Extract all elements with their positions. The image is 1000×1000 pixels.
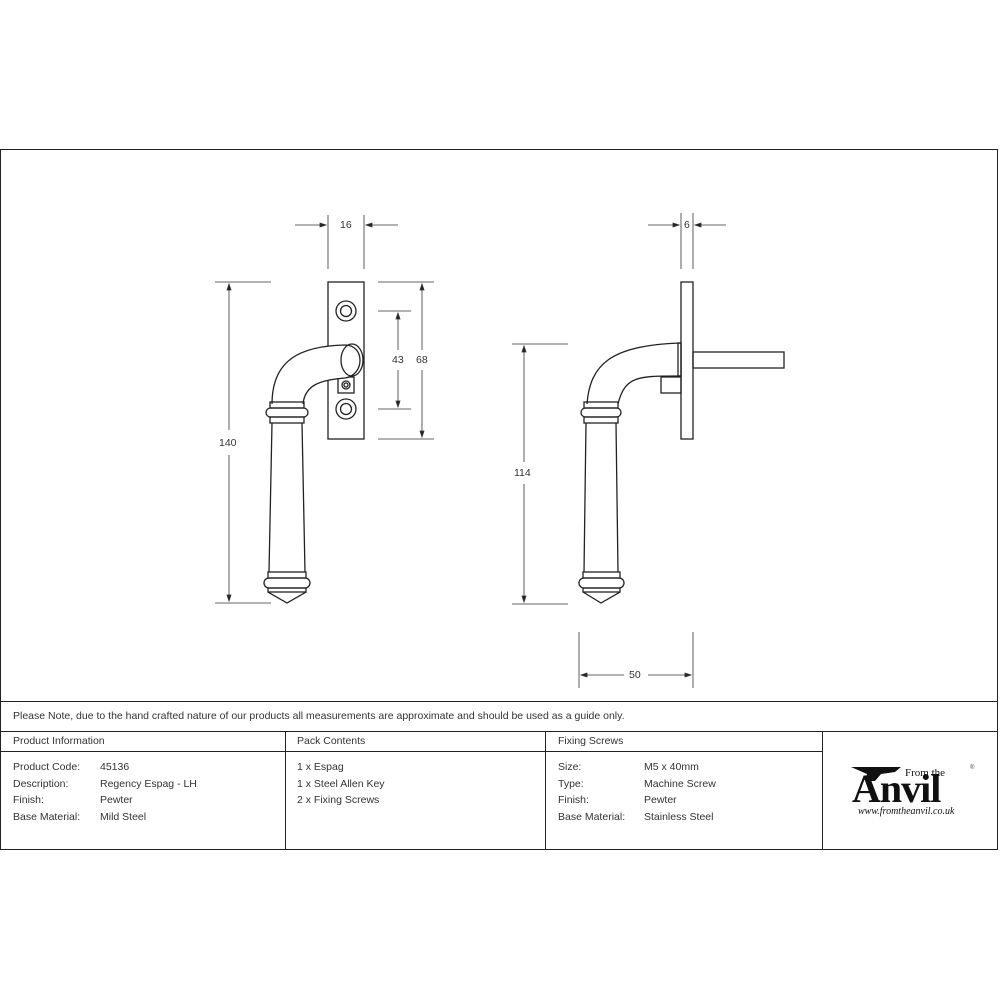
pack-contents-header: Pack Contents bbox=[297, 735, 366, 747]
screw-size-label: Size: bbox=[558, 761, 582, 773]
finish-value: Pewter bbox=[100, 794, 133, 806]
screw-finish-value: Pewter bbox=[644, 794, 677, 806]
screw-finish-label: Finish: bbox=[558, 794, 589, 806]
side-view-dimensions bbox=[512, 213, 726, 688]
logo-from-the: From the bbox=[905, 767, 946, 779]
screw-material-label: Base Material: bbox=[558, 811, 626, 823]
product-code-label: Product Code: bbox=[13, 761, 81, 773]
base-material-label: Base Material: bbox=[13, 811, 81, 823]
column-divider-2 bbox=[545, 731, 546, 850]
table-top-divider bbox=[0, 701, 998, 702]
dim-projection: 50 bbox=[629, 669, 641, 681]
disclaimer-note: Please Note, due to the hand crafted nat… bbox=[13, 710, 625, 722]
front-view-handle bbox=[263, 281, 365, 604]
dim-overall-height: 140 bbox=[219, 437, 237, 449]
description-label: Description: bbox=[13, 778, 69, 790]
description-value: Regency Espag - LH bbox=[100, 778, 197, 790]
column-divider-3 bbox=[822, 731, 823, 850]
screw-type-label: Type: bbox=[558, 778, 584, 790]
pack-item: 2 x Fixing Screws bbox=[297, 794, 380, 806]
base-material-value: Mild Steel bbox=[100, 811, 147, 823]
fixing-screws-header: Fixing Screws bbox=[558, 735, 624, 747]
dim-backplate-width: 16 bbox=[340, 219, 352, 231]
dim-backplate-height: 68 bbox=[416, 354, 428, 366]
header-divider bbox=[0, 751, 822, 752]
product-code-value: 45136 bbox=[100, 761, 130, 773]
drawing-sheet-frame bbox=[0, 149, 998, 850]
product-info-header: Product Information bbox=[13, 735, 105, 747]
note-divider bbox=[0, 731, 998, 732]
screw-material-value: Stainless Steel bbox=[644, 811, 714, 823]
finish-label: Finish: bbox=[13, 794, 44, 806]
logo-url: www.fromtheanvil.co.uk bbox=[858, 806, 955, 817]
screw-type-value: Machine Screw bbox=[644, 778, 716, 790]
column-divider-1 bbox=[285, 731, 286, 850]
dim-handle-height: 114 bbox=[514, 467, 531, 479]
pack-item: 1 x Espag bbox=[297, 761, 344, 773]
front-view-dimensions bbox=[215, 215, 434, 604]
side-view-handle bbox=[578, 281, 785, 604]
anvil-icon bbox=[851, 767, 901, 781]
pack-item: 1 x Steel Allen Key bbox=[297, 778, 385, 790]
screw-size-value: M5 x 40mm bbox=[644, 761, 699, 773]
dim-screw-centres: 43 bbox=[392, 354, 404, 366]
registered-mark: ® bbox=[970, 765, 975, 771]
logo-brand-name: Anvil bbox=[852, 766, 941, 811]
dim-plate-thickness: 6 bbox=[684, 219, 690, 231]
